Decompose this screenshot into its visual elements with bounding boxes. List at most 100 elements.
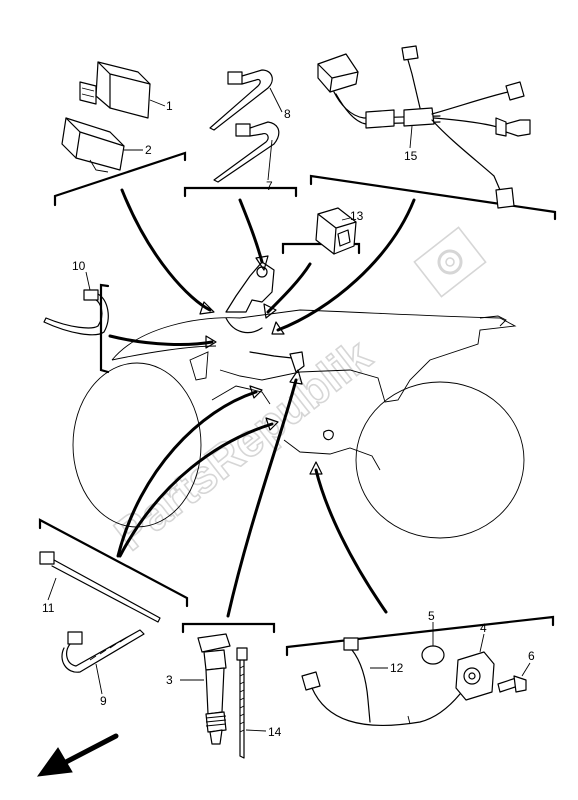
engine-top (211, 385, 271, 405)
band-8-strap (209, 69, 273, 131)
harness-main-connector (317, 53, 359, 93)
lead-12-upper (351, 649, 371, 723)
coil-body (205, 667, 225, 715)
callout-4: 4 (480, 621, 487, 635)
callout-15: 15 (404, 149, 418, 163)
callout-14: 14 (268, 725, 282, 739)
harness-grommet (495, 117, 507, 137)
arrow-relay (266, 262, 312, 314)
arrow-band-10 (108, 334, 214, 346)
bracket-cdi (53, 151, 187, 207)
harness-sleeve-b (403, 107, 435, 127)
part-rectifier (61, 117, 125, 173)
bracket-bands (183, 186, 298, 198)
arrow-tie-11-b (118, 422, 274, 558)
lead-12-connector (343, 637, 359, 651)
lead-12-cable (311, 687, 461, 727)
frame-upper (111, 309, 517, 403)
part-cdi-unit (79, 61, 151, 119)
cdi-body (95, 61, 151, 119)
rear-wheel (355, 381, 525, 539)
arrow-harness (276, 198, 416, 332)
bracket-sensor (285, 615, 555, 657)
harness-connector-top (505, 81, 525, 101)
part-band-10 (43, 289, 109, 336)
clamp-9-strap (61, 629, 145, 673)
part-sensor (455, 651, 495, 701)
bracket-harness (309, 174, 557, 221)
callout-2: 2 (145, 143, 152, 157)
callout-1: 1 (166, 99, 173, 113)
coil-neck (203, 649, 227, 671)
part-cable-tie-14 (236, 647, 248, 759)
part-o-ring (421, 645, 445, 665)
part-cable-tie-11 (39, 551, 161, 623)
arrow-cdi (120, 188, 212, 312)
headlight-bracket (225, 261, 275, 313)
bracket-coil (181, 622, 276, 634)
callout-5: 5 (428, 609, 435, 623)
harness-loop (225, 317, 263, 334)
watermark-text: PartsRepublik (105, 329, 381, 561)
arrow-tie-11-a (116, 390, 258, 558)
arrow-sensor (314, 468, 388, 614)
leader-arrows (108, 188, 416, 618)
callout-13: 13 (350, 209, 364, 223)
callout-12: 12 (390, 661, 404, 675)
bracket-hole (256, 266, 268, 278)
harness-sleeve-a (365, 109, 395, 129)
bolt-head (513, 675, 527, 693)
band-10-head (83, 289, 99, 301)
rectifier-body (61, 117, 125, 171)
harness-connector-up (401, 45, 419, 61)
assembly-brackets (38, 151, 557, 657)
harness-branch-low (431, 119, 501, 191)
exhaust (283, 439, 381, 471)
part-sensor-lead-12 (301, 637, 461, 727)
part-wire-harness (317, 45, 531, 209)
bracket-band-10 (99, 283, 110, 374)
harness-branch-mid (433, 117, 501, 129)
arrow-bands (238, 198, 264, 264)
arrow-coil (226, 378, 298, 618)
part-clamp-9 (61, 629, 145, 673)
watermark: PartsRepublik (104, 328, 382, 561)
bracket-ties (38, 518, 189, 608)
clamp-9-head (67, 631, 83, 645)
tie-11-strap (51, 559, 161, 623)
band-7-strap (213, 121, 280, 183)
band-8-head (227, 71, 243, 85)
harness-branch-up (407, 59, 421, 109)
callout-leaders (47, 87, 531, 732)
callout-9: 9 (100, 694, 107, 708)
fork (189, 351, 209, 381)
direction-arrow-icon (36, 733, 119, 777)
sensor-mount (323, 429, 334, 441)
front-fender (111, 345, 217, 361)
tail (479, 315, 507, 327)
harness-branch-top (431, 91, 509, 115)
harness-run (249, 351, 293, 359)
part-band-8 (209, 69, 273, 131)
coil-top (197, 633, 231, 653)
callout-3: 3 (166, 673, 173, 687)
part-band-7 (213, 121, 280, 183)
cdi-connector (79, 81, 97, 105)
gear-icon (413, 226, 487, 298)
callout-labels: 1 2 3 4 5 6 7 8 9 10 11 12 13 14 15 (42, 99, 535, 739)
tie-11-head (39, 551, 55, 565)
part-ignition-coil (197, 633, 231, 745)
callout-8: 8 (284, 107, 291, 121)
callout-10: 10 (72, 259, 86, 273)
band-7-head (235, 123, 251, 137)
coil-mount (289, 351, 305, 373)
callout-7: 7 (266, 179, 273, 193)
callout-11: 11 (42, 601, 55, 615)
part-relay (315, 207, 357, 255)
callout-6: 6 (528, 649, 535, 663)
lead-12-connector-b (301, 671, 321, 691)
tie-14-head (236, 647, 248, 661)
harness-connector-low (495, 187, 515, 209)
